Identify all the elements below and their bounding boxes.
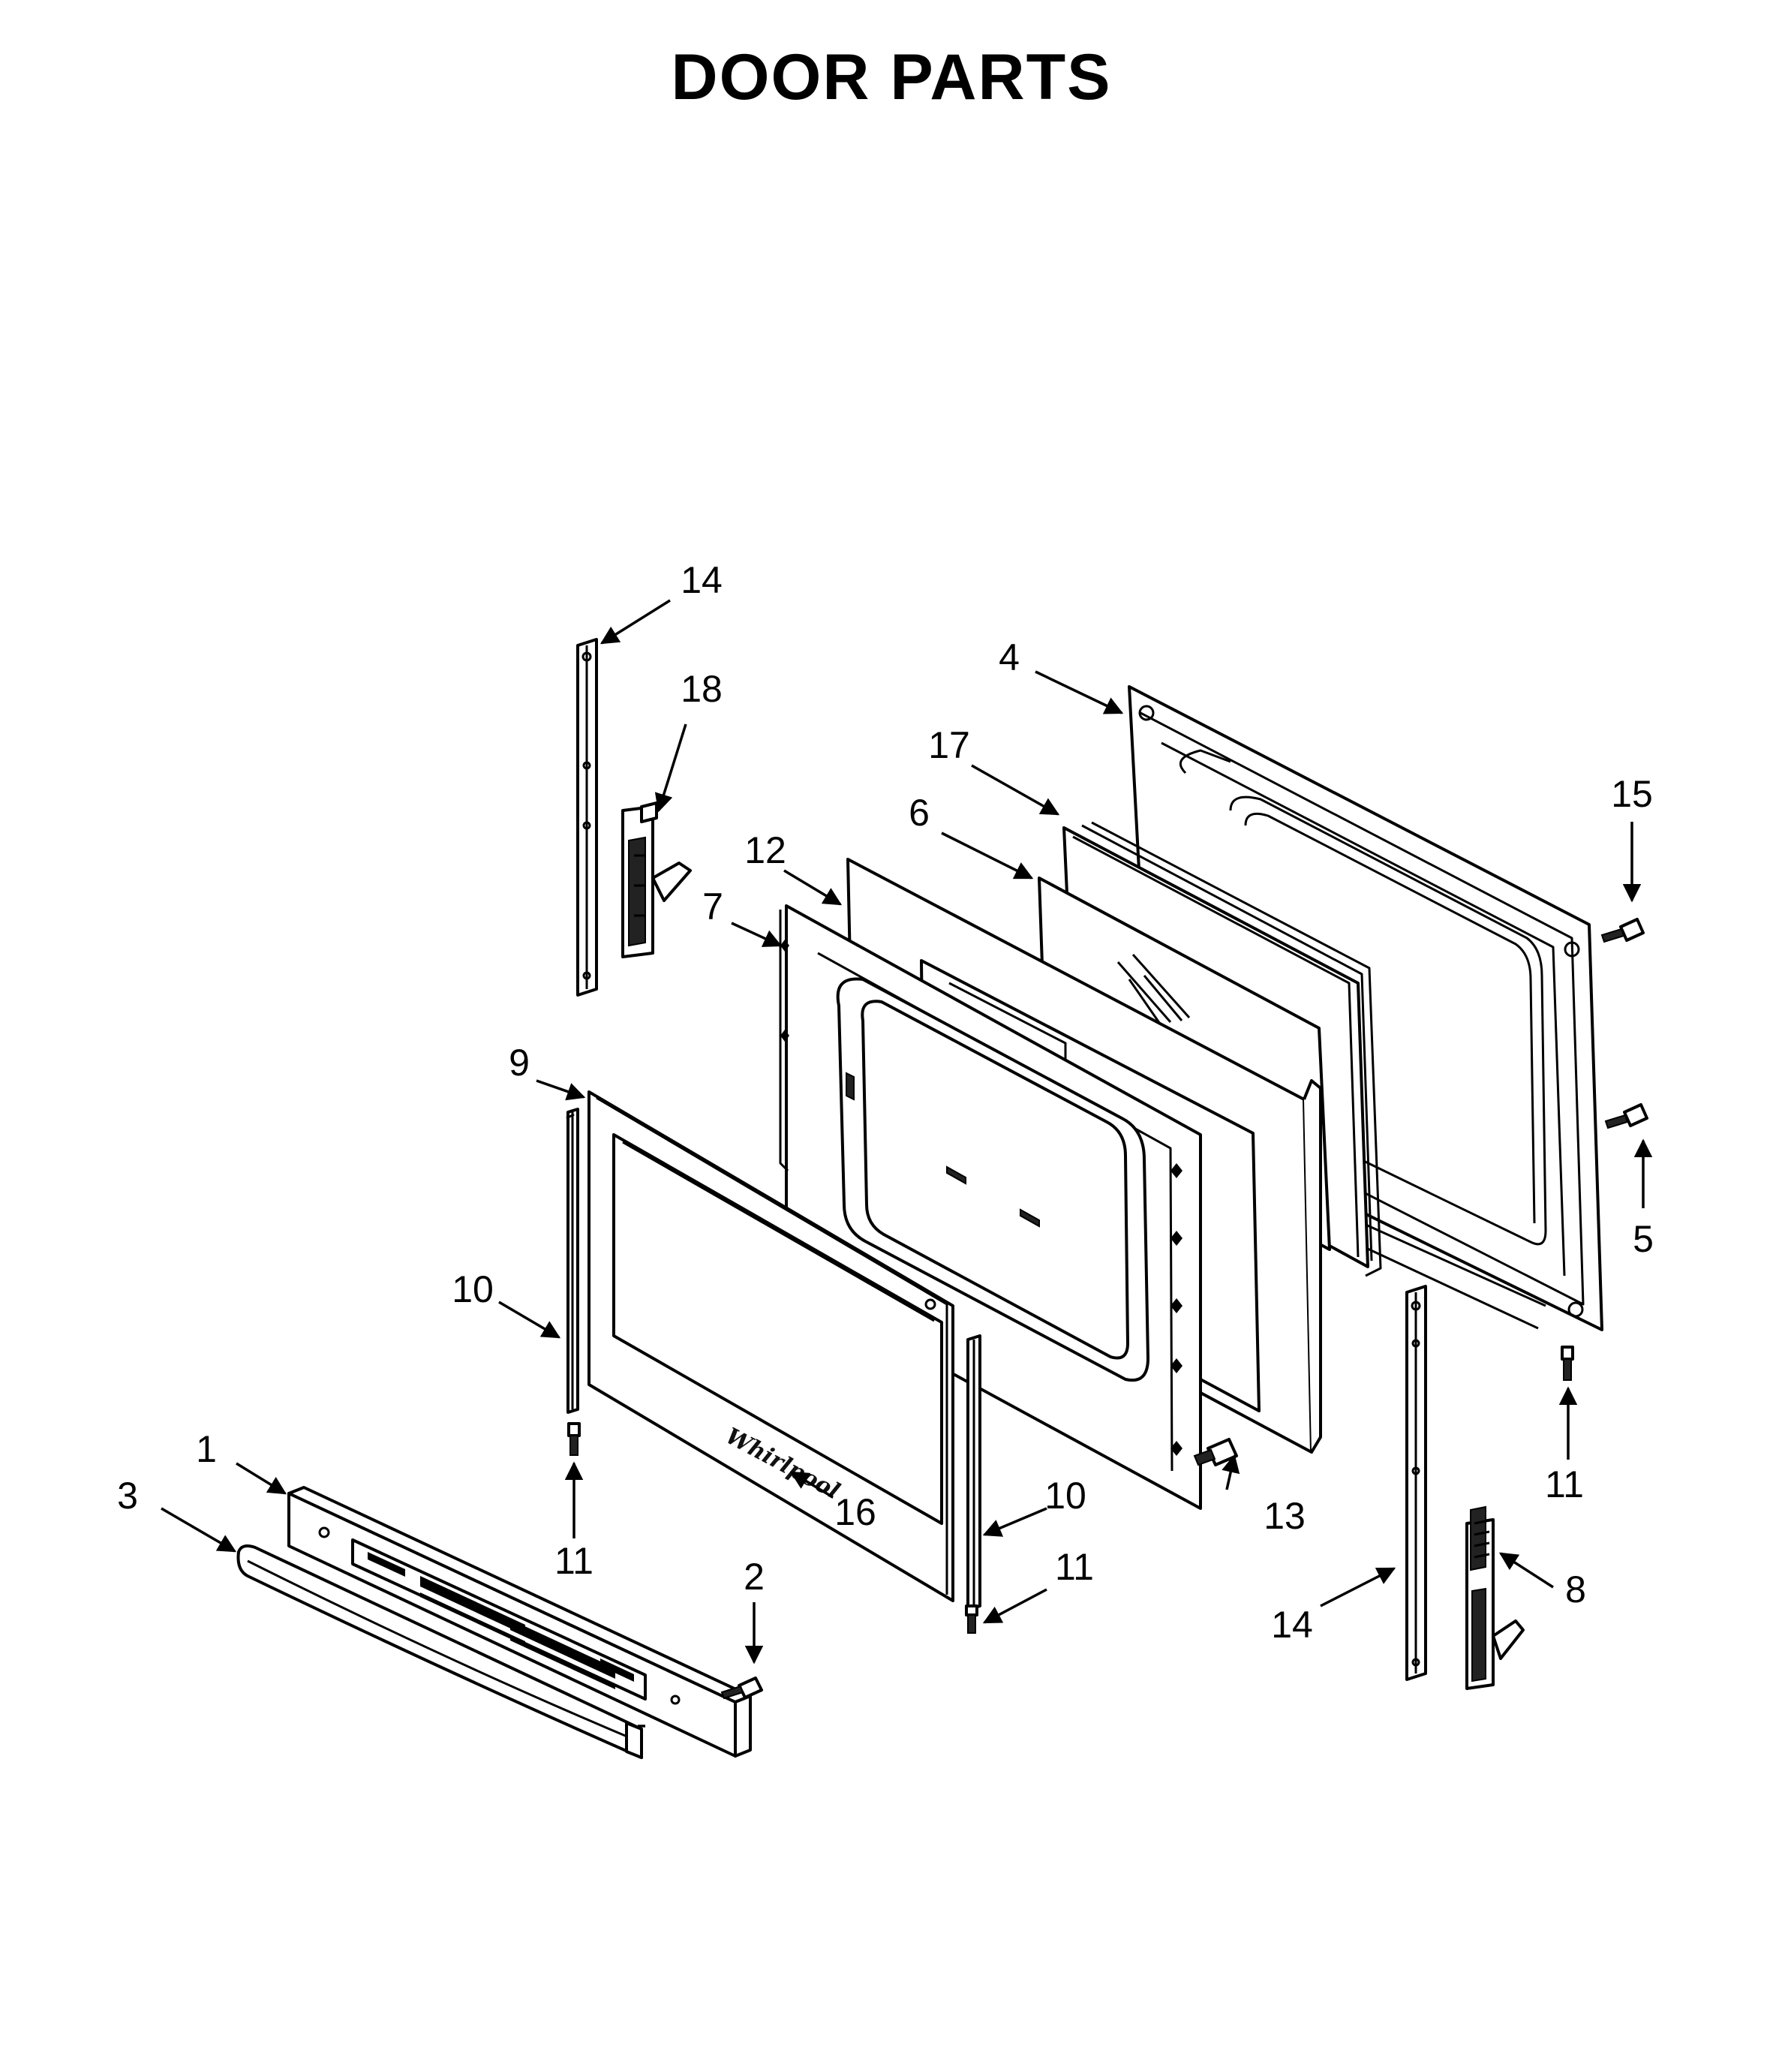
page-title: DOOR PARTS [672,41,1112,113]
callout-12: 12 [744,829,786,871]
callout-15: 15 [1611,773,1653,815]
part-18-hinge [621,801,692,958]
part-3-door-handle [236,1544,643,1759]
callout-18: 18 [681,668,723,710]
callout-3: 3 [117,1475,138,1517]
part-14-hinge-receiver-left [576,638,598,997]
part-9-outer-door-panel: Whirlpool [587,1090,954,1602]
callout-7: 7 [702,886,723,928]
callout-10-left: 10 [452,1268,494,1310]
part-10-side-trim-right [966,1334,981,1611]
part-4-inner-door-panel [1128,685,1603,1331]
callout-10-right: 10 [1044,1475,1086,1517]
part-10-side-trim-left [566,1108,579,1414]
callout-4: 4 [999,636,1020,678]
callout-16: 16 [834,1491,876,1533]
part-7-door-frame [779,904,1202,1510]
callout-2: 2 [744,1556,765,1598]
part-5-screw [1604,1103,1648,1129]
leader-lines [161,599,1653,1728]
callout-labels: 14 18 4 17 15 6 12 7 9 5 10 11 1 3 16 13… [117,559,1654,1646]
callout-1: 1 [196,1428,217,1470]
part-15-screw [1600,918,1645,943]
callout-5: 5 [1633,1218,1654,1260]
part-11-screw-right [1561,1346,1574,1381]
callout-11-left: 11 [554,1540,593,1582]
part-1-vent-trim [287,1486,752,1758]
part-2-screw [720,1677,763,1700]
callout-9: 9 [509,1042,530,1084]
callout-11-right: 11 [1545,1463,1584,1505]
callout-14-bottom: 14 [1271,1604,1313,1646]
part-8-hinge [1465,1505,1525,1690]
vent-slots [368,1552,634,1689]
callout-13: 13 [1264,1495,1306,1537]
callout-8: 8 [1565,1568,1586,1610]
callout-11-center: 11 [1055,1546,1094,1588]
part-11-screw-left [567,1422,581,1456]
callout-6: 6 [909,792,930,834]
callout-17: 17 [928,724,970,766]
part-11-screw-center [965,1604,978,1634]
part-14-hinge-receiver-right [1405,1285,1427,1681]
callout-14-top: 14 [681,559,723,601]
